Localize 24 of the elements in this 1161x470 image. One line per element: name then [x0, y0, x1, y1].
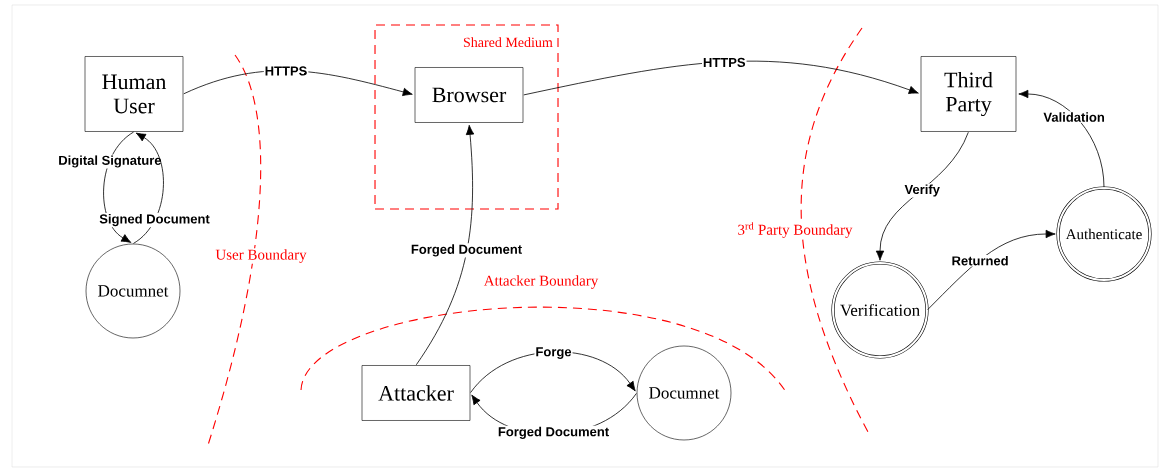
edge-label: Returned [950, 254, 1010, 267]
arrow [1018, 89, 1105, 188]
actor-box: Third Party [920, 56, 1017, 132]
edge-label: Validation [1042, 111, 1106, 123]
edge-label: HTTPS [263, 65, 309, 77]
arrow [415, 124, 475, 366]
edge-label: Forged Document [496, 425, 611, 440]
arrow [103, 131, 134, 243]
arrow [523, 60, 919, 96]
edge-label: HTTPS [701, 56, 747, 68]
boundary-label: 3$^{rd}$ Party Boundary [736, 221, 854, 239]
process-box: Browser [414, 67, 524, 123]
arrow [927, 229, 1056, 311]
actor-box: Attacker [361, 365, 471, 421]
edge-label: Forged Document [409, 243, 524, 258]
arrow [133, 132, 164, 244]
boundary-label: Attacker Boundary [482, 274, 600, 290]
edge-label: Verify [903, 183, 941, 198]
boundary-label: User Boundary [214, 248, 308, 264]
arrow [875, 131, 969, 261]
edge-label: Digital Signature [57, 154, 163, 169]
actor-box: Human User [84, 56, 184, 132]
edge-label: Signed Document [98, 212, 211, 228]
edge-label: Forge [534, 346, 573, 360]
